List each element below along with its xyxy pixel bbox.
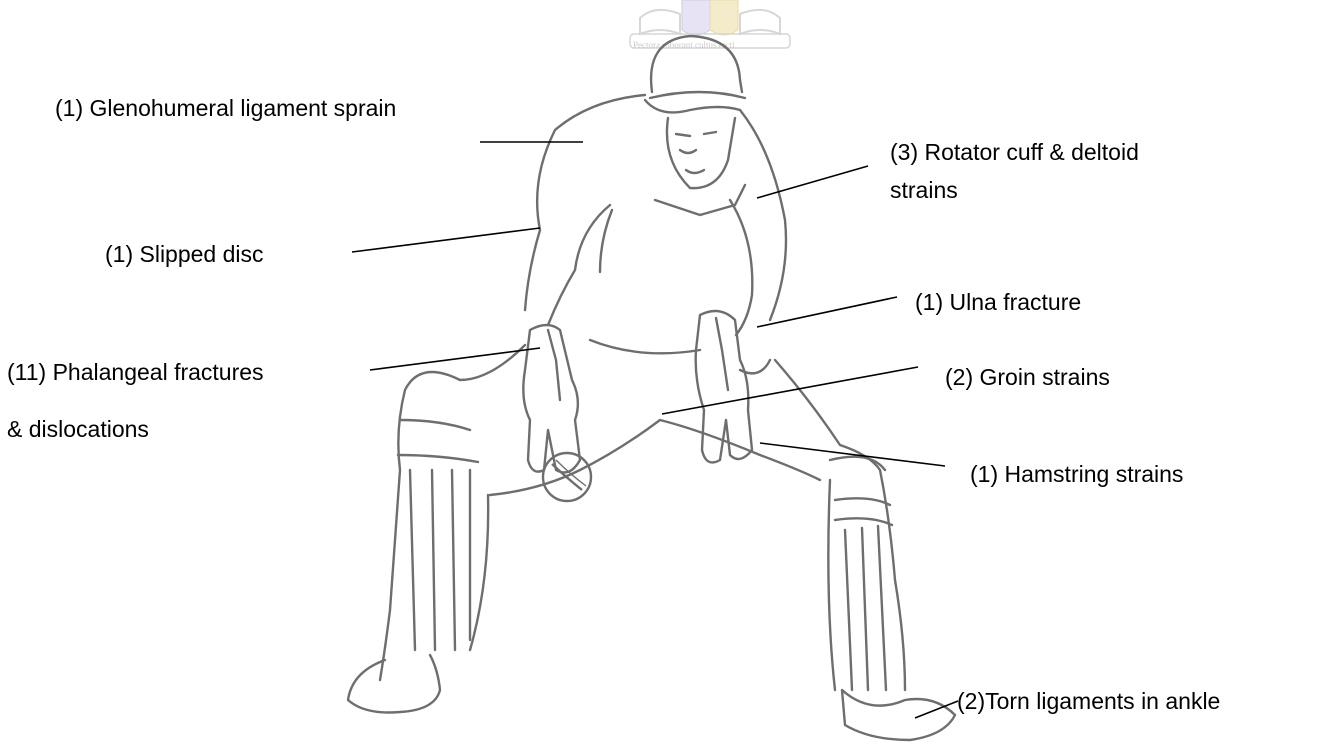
right-boot bbox=[842, 690, 955, 740]
left-shoulder bbox=[525, 95, 645, 310]
label-rotator-line2: strains bbox=[890, 176, 958, 204]
leader-rotator bbox=[757, 166, 868, 198]
label-slipped-disc: (1) Slipped disc bbox=[105, 240, 264, 268]
right-pad bbox=[828, 457, 892, 690]
label-phalangeal-line2: & dislocations bbox=[7, 415, 149, 443]
visor bbox=[645, 100, 740, 112]
helmet bbox=[651, 36, 742, 92]
cricket-ball bbox=[543, 453, 591, 501]
leader-groin bbox=[662, 367, 918, 414]
leader-phalangeal bbox=[370, 348, 540, 370]
right-arm bbox=[730, 200, 752, 335]
leader-slipped-disc bbox=[352, 228, 540, 252]
label-rotator-line1: (3) Rotator cuff & deltoid bbox=[890, 138, 1139, 166]
inner-legs bbox=[490, 420, 820, 495]
label-groin: (2) Groin strains bbox=[945, 363, 1110, 391]
leader-lines bbox=[352, 142, 958, 718]
leader-ulna bbox=[757, 297, 897, 327]
leader-hamstring bbox=[760, 443, 945, 466]
label-ankle: (2)Torn ligaments in ankle bbox=[957, 687, 1220, 715]
right-leg bbox=[775, 360, 905, 690]
right-shoulder bbox=[740, 110, 786, 320]
label-phalangeal-line1: (11) Phalangeal fractures bbox=[7, 358, 264, 386]
label-hamstring: (1) Hamstring strains bbox=[970, 460, 1183, 488]
left-pad bbox=[398, 420, 488, 650]
label-glenohumeral: (1) Glenohumeral ligament sprain bbox=[55, 94, 396, 122]
collar bbox=[655, 185, 745, 215]
label-ulna: (1) Ulna fracture bbox=[915, 288, 1081, 316]
left-boot bbox=[348, 655, 440, 713]
face bbox=[667, 118, 735, 188]
